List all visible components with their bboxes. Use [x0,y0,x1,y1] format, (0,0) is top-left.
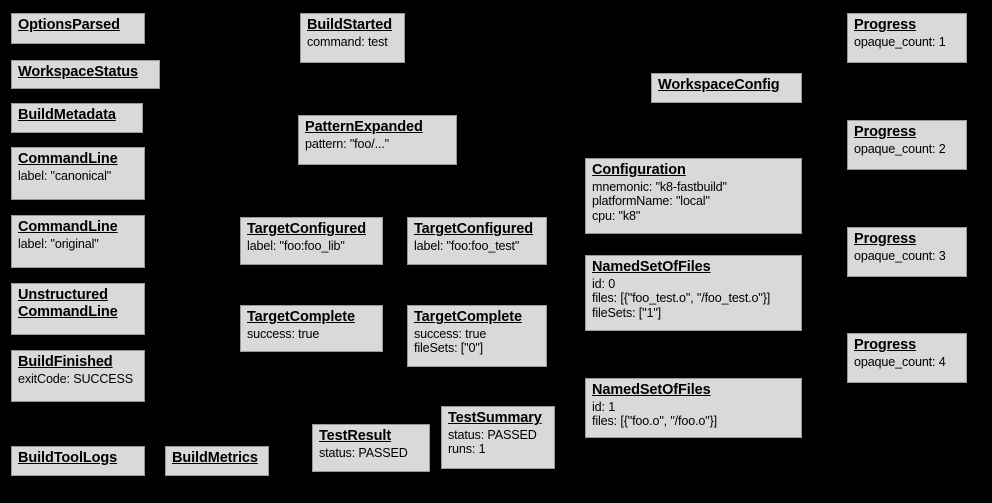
node-title: BuildStarted [307,17,393,33]
node-workspace-config[interactable]: WorkspaceConfig [651,73,802,103]
node-field: label: "foo:foo_lib" [247,238,345,253]
node-title: Unstructured CommandLine [18,287,118,320]
node-field: success: true [247,326,320,341]
node-field: label: "original" [18,236,99,251]
node-title: WorkspaceStatus [18,64,138,80]
node-title: Progress [854,231,917,247]
node-field: exitCode: SUCCESS [18,371,134,386]
node-field: fileSets: ["1"] [592,306,661,320]
node-title: Progress [854,124,917,140]
node-title: BuildToolLogs [18,450,118,466]
node-field: pattern: "foo/..." [305,136,389,151]
node-field: files: [{"foo_test.o", "/foo_test.o"}] [592,291,771,306]
node-title: PatternExpanded [305,119,423,135]
node-title: CommandLine [18,219,118,235]
node-field: success: true [414,326,487,341]
node-field: files: [{"foo.o", "/foo.o"}] [592,414,718,429]
node-field: label: "canonical" [18,168,112,183]
node-field: opaque_count: 2 [854,141,946,156]
node-field: platformName: "local" [592,194,710,209]
node-title: NamedSetOfFiles [592,382,711,398]
node-field: status: PASSED [319,445,408,460]
node-title: Configuration [592,162,686,178]
node-title: TargetConfigured [247,221,366,237]
node-title: WorkspaceConfig [658,77,780,93]
node-title: TargetComplete [414,309,522,325]
node-unstructured-command-line[interactable]: Unstructured CommandLine [11,283,145,335]
node-title: BuildFinished [18,354,113,370]
node-title: Progress [854,17,917,33]
node-build-metadata[interactable]: BuildMetadata [11,103,143,133]
node-title: TargetComplete [247,309,355,325]
node-field: opaque_count: 3 [854,248,946,263]
node-field: mnemonic: "k8-fastbuild" [592,179,727,194]
node-field: id: 0 [592,276,616,291]
node-title: TestSummary [448,410,542,426]
node-build-metrics[interactable]: BuildMetrics [165,446,269,476]
node-field: runs: 1 [448,442,486,457]
node-title: BuildMetadata [18,107,116,123]
node-field: command: test [307,34,388,49]
node-title: NamedSetOfFiles [592,259,711,275]
node-title: BuildMetrics [172,450,258,466]
node-field: status: PASSED [448,427,537,442]
node-field: opaque_count: 1 [854,34,946,49]
node-workspace-status[interactable]: WorkspaceStatus [11,60,160,89]
node-title: Progress [854,337,917,353]
node-options-parsed[interactable]: OptionsParsed [11,13,145,44]
node-build-tool-logs[interactable]: BuildToolLogs [11,446,145,476]
node-title: OptionsParsed [18,17,120,33]
node-field: id: 1 [592,399,616,414]
node-title: TargetConfigured [414,221,533,237]
node-field: opaque_count: 4 [854,354,946,369]
node-field: fileSets: ["0"] [414,341,483,356]
node-field: cpu: "k8" [592,209,641,223]
node-field: label: "foo:foo_test" [414,238,520,253]
node-title: CommandLine [18,151,118,167]
node-title: TestResult [319,428,392,444]
